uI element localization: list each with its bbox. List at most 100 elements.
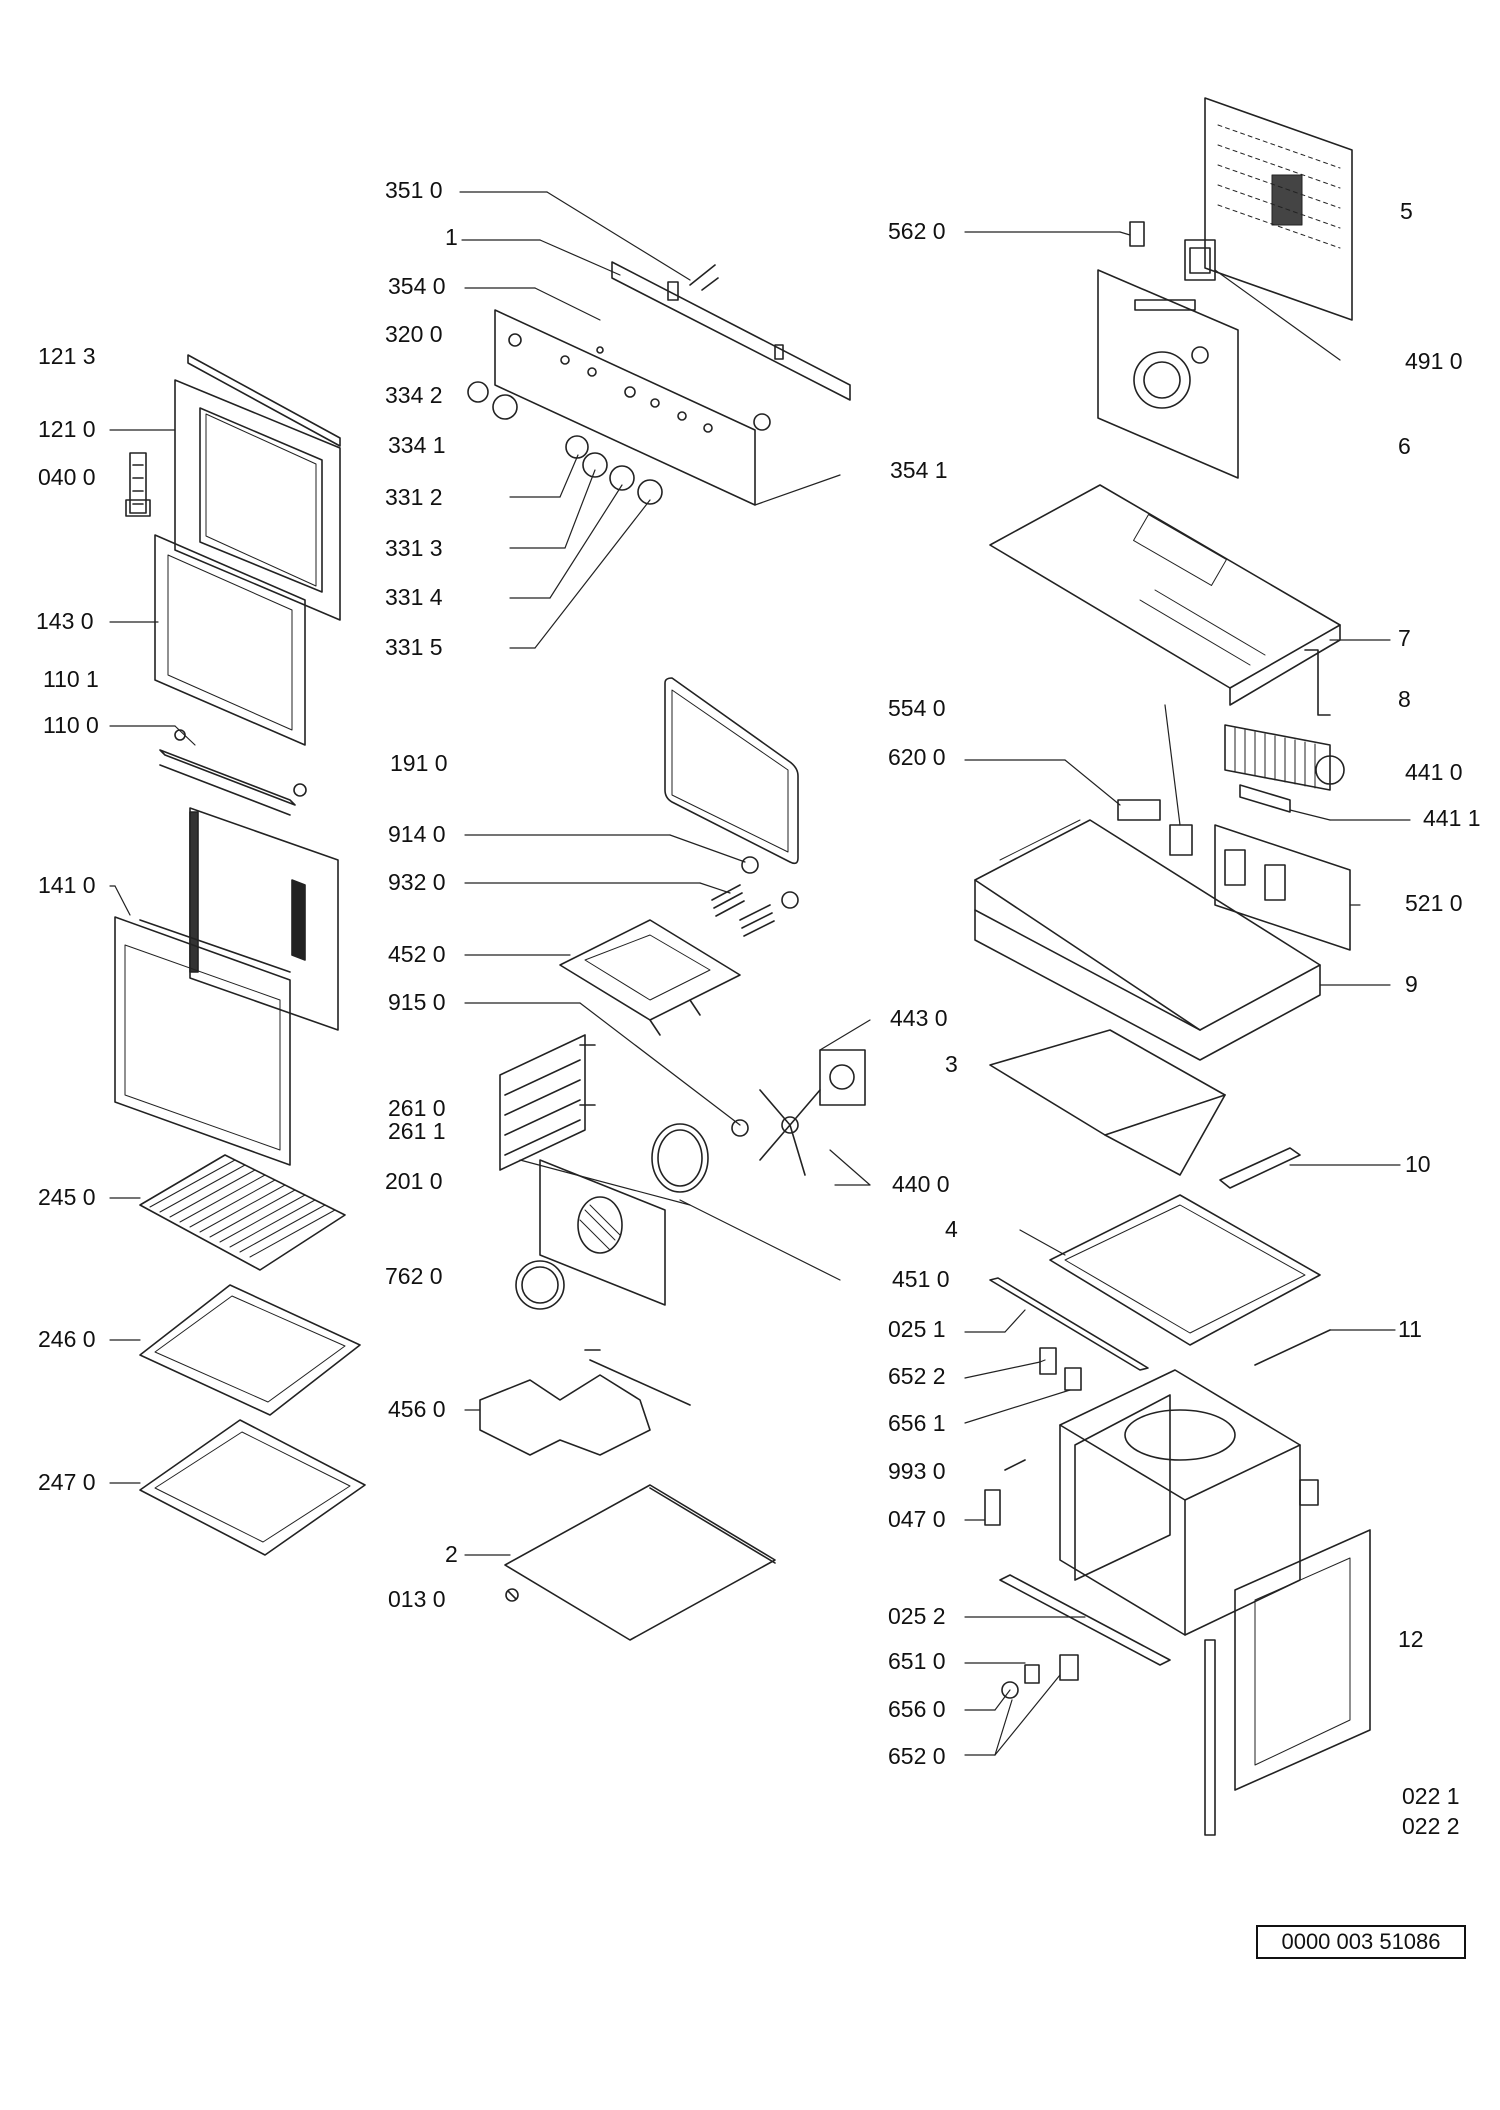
small-bracket-part <box>1219 1147 1301 1189</box>
label-443-0: 443 0 <box>890 1005 948 1031</box>
glass-holder-part <box>159 729 307 816</box>
label-143-0: 143 0 <box>36 608 94 634</box>
label-022-1: 022 1 <box>1402 1783 1460 1809</box>
door-glass-panel-part <box>154 534 306 746</box>
label-521-0: 521 0 <box>1405 890 1463 916</box>
label-456-0: 456 0 <box>388 1396 446 1422</box>
label-261-1: 261 1 <box>388 1118 446 1144</box>
thermostat-part <box>1184 239 1216 281</box>
control-module-part <box>1214 824 1351 951</box>
fan-bracket-part <box>1239 784 1291 813</box>
fan-ring-part <box>515 1260 565 1310</box>
terminal-block-part <box>1117 799 1193 856</box>
label-2: 2 <box>445 1541 458 1567</box>
label-441-0: 441 0 <box>1405 759 1463 785</box>
tangential-fan-part <box>1224 724 1345 791</box>
grill-element-part <box>559 919 741 1036</box>
screw-small-part <box>984 1459 1026 1526</box>
label-993-0: 993 0 <box>888 1458 946 1484</box>
label-331-2: 331 2 <box>385 484 443 510</box>
selector-knob-part <box>467 381 518 420</box>
label-451-0: 451 0 <box>892 1266 950 1292</box>
fan-housing-part <box>1097 269 1239 479</box>
label-3: 3 <box>945 1051 958 1077</box>
label-6: 6 <box>1398 433 1411 459</box>
label-5: 5 <box>1400 198 1413 224</box>
label-121-0: 121 0 <box>38 416 96 442</box>
side-strip-part <box>989 1277 1149 1371</box>
label-047-0: 047 0 <box>888 1506 946 1532</box>
label-246-0: 246 0 <box>38 1326 96 1352</box>
label-12: 12 <box>1398 1626 1424 1652</box>
label-201-0: 201 0 <box>385 1168 443 1194</box>
bottom-element-part <box>479 1349 691 1456</box>
screw-part <box>505 1588 519 1602</box>
label-334-2: 334 2 <box>385 382 443 408</box>
label-562-0: 562 0 <box>888 218 946 244</box>
oven-cavity-part <box>1059 1369 1319 1636</box>
label-914-0: 914 0 <box>388 821 446 847</box>
door-top-trim-part <box>187 354 341 447</box>
baking-tray-part <box>139 1284 361 1416</box>
label-440-0: 440 0 <box>892 1171 950 1197</box>
door-outer-panel-part <box>114 916 291 1166</box>
rear-cover-part <box>1204 97 1353 321</box>
label-331-3: 331 3 <box>385 535 443 561</box>
label-110-0: 110 0 <box>43 712 99 738</box>
wire-shelf-part <box>139 1154 346 1271</box>
leader-lines <box>109 191 1411 1756</box>
control-panel-bracket-part <box>611 261 851 401</box>
small-clip-part <box>1129 221 1145 247</box>
label-656-0: 656 0 <box>888 1696 946 1722</box>
top-cover-part <box>989 484 1341 706</box>
label-491-0: 491 0 <box>1405 348 1463 374</box>
label-4: 4 <box>945 1216 958 1242</box>
label-022-2: 022 2 <box>1402 1813 1460 1839</box>
label-11: 11 <box>1398 1316 1422 1342</box>
fan-motor-part <box>819 1049 866 1106</box>
label-110-1: 110 1 <box>43 666 99 692</box>
fan-cover-part <box>539 1159 666 1306</box>
label-656-1: 656 1 <box>888 1410 946 1436</box>
label-247-0: 247 0 <box>38 1469 96 1495</box>
label-8: 8 <box>1398 686 1411 712</box>
label-141-0: 141 0 <box>38 872 96 898</box>
label-7: 7 <box>1398 625 1411 651</box>
label-554-0: 554 0 <box>888 695 946 721</box>
label-441-1: 441 1 <box>1423 805 1481 831</box>
label-331-4: 331 4 <box>385 584 443 610</box>
bottom-panel-part <box>1049 1194 1321 1346</box>
duct-part <box>1304 649 1331 716</box>
label-762-0: 762 0 <box>385 1263 443 1289</box>
door-inner-frame-part <box>174 379 341 621</box>
label-652-0: 652 0 <box>888 1743 946 1769</box>
side-door-part <box>1234 1529 1371 1791</box>
base-plate-part <box>504 1484 776 1641</box>
label-651-0: 651 0 <box>888 1648 946 1674</box>
label-915-0: 915 0 <box>388 989 446 1015</box>
side-panel-part <box>989 1029 1226 1176</box>
fan-blade-part <box>731 1089 821 1176</box>
deep-tray-part <box>139 1419 366 1556</box>
side-rails-part <box>499 1034 596 1171</box>
label-245-0: 245 0 <box>38 1184 96 1210</box>
label-932-0: 932 0 <box>388 869 446 895</box>
label-331-5: 331 5 <box>385 634 443 660</box>
label-452-0: 452 0 <box>388 941 446 967</box>
label-10: 10 <box>1405 1151 1431 1177</box>
label-351-0: 351 0 <box>385 177 443 203</box>
reference-number-box: 0000 003 51086 <box>1256 1925 1466 1959</box>
microswitch-part <box>1039 1347 1082 1391</box>
upper-frame-part <box>974 819 1321 1061</box>
label-320-0: 320 0 <box>385 321 443 347</box>
rod-part <box>1254 1329 1331 1366</box>
door-hinge-part <box>125 452 151 517</box>
label-025-2: 025 2 <box>888 1603 946 1629</box>
label-025-1: 025 1 <box>888 1316 946 1342</box>
door-middle-glass-part <box>189 807 339 1031</box>
label-040-0: 040 0 <box>38 464 96 490</box>
label-354-0: 354 0 <box>388 273 446 299</box>
label-1: 1 <box>445 224 458 250</box>
